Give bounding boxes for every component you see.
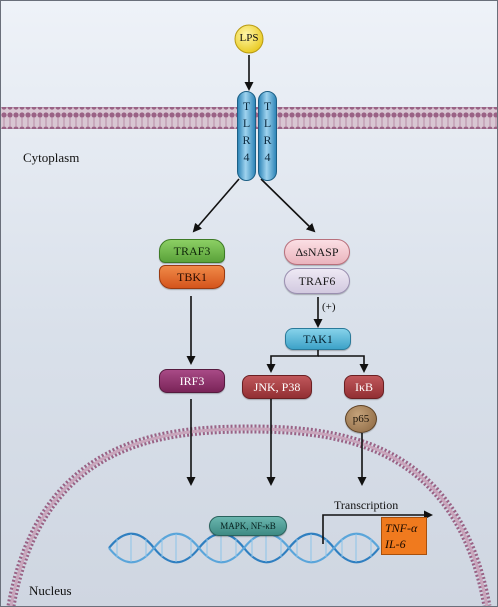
dna-helix: [108, 532, 380, 564]
nucleus-label: Nucleus: [29, 583, 72, 598]
tlr4-right-t: T: [263, 99, 272, 113]
tlr4-left-receptor: [237, 91, 256, 181]
arrow-tlr4-dsnasp: [260, 178, 316, 233]
cytokine-output-box: TNF-α IL-6: [381, 517, 427, 555]
dsnasp-node: ΔsNASP: [284, 239, 350, 265]
tlr4-right-r: R: [263, 133, 272, 147]
transcription-label: Transcription: [334, 498, 399, 512]
ikb-node: IκB: [344, 375, 384, 399]
p65-node: p65: [345, 405, 377, 433]
tlr4-right-l: L: [263, 116, 272, 130]
tlr4-left-l: L: [242, 116, 251, 130]
tlr4-left-r: R: [242, 133, 251, 147]
cytoplasm-label: Cytoplasm: [23, 150, 80, 165]
traf6-node: TRAF6: [284, 268, 350, 294]
tlr4-right-receptor: [258, 91, 277, 181]
tlr4-right-4: 4: [264, 150, 271, 164]
tlr4-left-4: 4: [243, 150, 250, 164]
lps-ball: [234, 24, 264, 54]
jnk-p38-node: JNK, P38: [242, 375, 312, 399]
tlr4-left-t: T: [242, 99, 251, 113]
tak1-branch: [266, 348, 319, 373]
lps-label: LPS: [239, 32, 259, 44]
positive-regulation-label: (+): [322, 301, 336, 313]
mapk-nfkb-node: MAPK, NF-κB: [209, 516, 287, 536]
irf3-node: IRF3: [159, 369, 225, 393]
transcription-arrow: [322, 510, 433, 544]
il6-label: IL-6: [385, 537, 406, 551]
tnf-alpha-label: TNF-α: [385, 521, 418, 535]
traf3-node: TRAF3: [159, 239, 225, 263]
arrow-tlr4-traf3: [192, 178, 240, 233]
tbk1-node: TBK1: [159, 265, 225, 289]
tak1-node: TAK1: [285, 328, 351, 350]
